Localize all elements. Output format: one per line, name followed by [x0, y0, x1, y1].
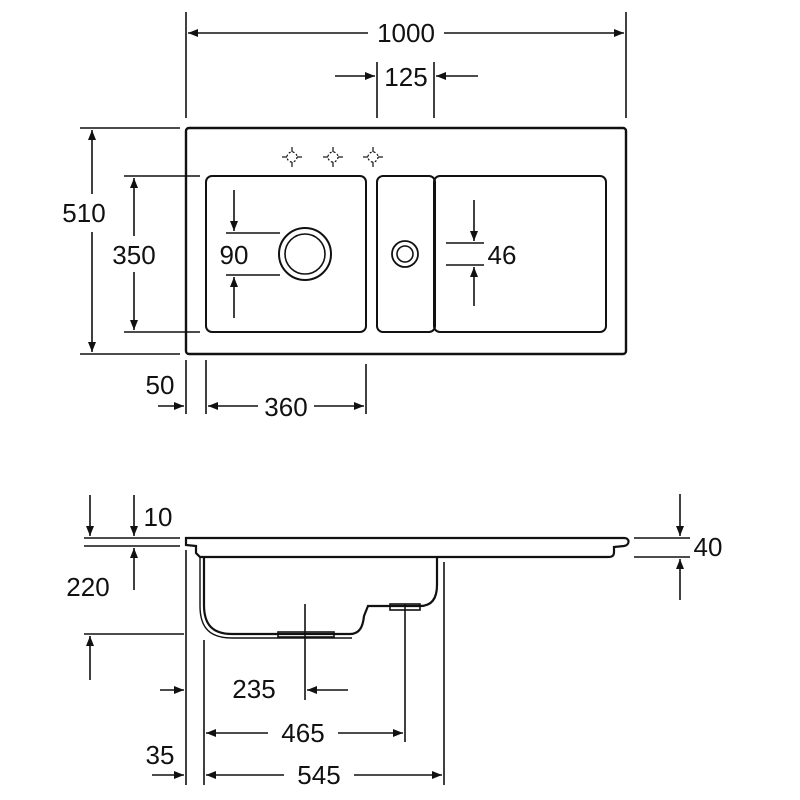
- label-waste-offset: 235: [232, 674, 275, 704]
- dim-overall-depth: [80, 127, 180, 355]
- small-bowl: [376, 175, 436, 333]
- dim-overall-width: [185, 12, 627, 118]
- label-overall-depth: 510: [62, 198, 105, 228]
- top-view: [80, 12, 628, 414]
- sink-rim-profile: [184, 536, 630, 559]
- label-second-bowl-offset: 465: [281, 718, 324, 748]
- sink-outline: [184, 126, 628, 356]
- label-bowl-total-width: 545: [297, 760, 340, 790]
- dim-bowl-width: [208, 364, 367, 414]
- dim-drainer-height: [634, 494, 690, 600]
- bowl-inner-profile: [199, 557, 352, 639]
- main-waste-icon: [278, 227, 332, 281]
- tap-hole-icon: [323, 147, 343, 167]
- drainer-area: [433, 175, 607, 333]
- dimension-labels: 1000 125 510 350 90 46 50 360 10 220 40 …: [62, 18, 722, 790]
- label-main-waste: 90: [220, 240, 249, 270]
- label-rim-thickness: 10: [144, 502, 173, 532]
- label-drainer-height: 40: [694, 532, 723, 562]
- dim-second-waste: [446, 200, 484, 306]
- tap-hole-icon: [363, 147, 383, 167]
- label-overall-width: 1000: [377, 18, 435, 48]
- label-tap-spacing: 125: [384, 62, 427, 92]
- main-waste-outlet: [277, 631, 335, 638]
- label-bowl-depth: 350: [112, 240, 155, 270]
- dim-rim-thickness: [84, 495, 180, 590]
- label-edge-offset: 50: [146, 370, 175, 400]
- label-bowl-width: 360: [264, 392, 307, 422]
- dim-bowl-height: [84, 633, 184, 680]
- bowl-profile: [202, 557, 439, 636]
- dim-edge-offset: [158, 360, 207, 414]
- label-side-edge-offset: 35: [146, 740, 175, 770]
- label-bowl-height: 220: [66, 572, 109, 602]
- side-view: [84, 494, 690, 785]
- small-waste-icon: [391, 240, 419, 268]
- dim-bowl-depth: [124, 175, 200, 333]
- tap-hole-icon: [282, 147, 302, 167]
- dim-tap-spacing: [335, 62, 478, 118]
- dim-main-waste: [226, 190, 280, 318]
- main-bowl: [205, 175, 367, 333]
- label-second-waste: 46: [488, 240, 517, 270]
